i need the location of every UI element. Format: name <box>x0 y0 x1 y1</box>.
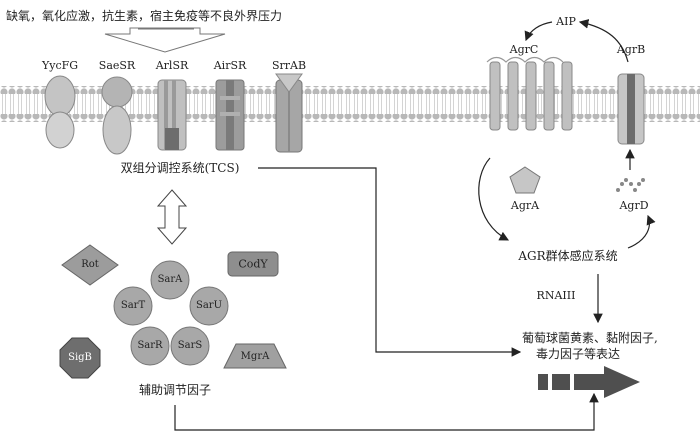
output-line2: 毒力因子等表达 <box>536 347 621 361</box>
agr-to-agrd-arrow <box>627 214 656 249</box>
cody-box <box>227 251 279 277</box>
stress-label: 缺氧，氧化应激，抗生素，宿主免疫等不良外界压力 <box>6 9 283 23</box>
tcs-label: 双组分调控系统(TCS) <box>120 161 240 175</box>
srrab-protein <box>275 73 303 153</box>
agrd-label: AgrD <box>619 199 649 212</box>
agra-label: AgrA <box>510 199 540 212</box>
saru-circle <box>189 286 229 326</box>
regulators-to-output-arrow <box>174 392 599 431</box>
sars-circle <box>170 326 210 366</box>
double-arrow <box>156 189 188 245</box>
sart-circle <box>113 286 153 326</box>
aip-to-agrc-arrow <box>524 21 553 42</box>
agrc-to-agra-arrow <box>478 157 510 241</box>
cell-membrane <box>0 86 700 122</box>
output-line1: 葡萄球菌黄素、黏附因子, <box>522 331 658 345</box>
sara-circle <box>150 260 190 300</box>
stress-arrow <box>104 27 226 53</box>
saru-label: SarU <box>195 300 223 311</box>
expression-arrow <box>538 366 640 398</box>
sars-label: SarS <box>177 340 203 351</box>
mgra-label: MgrA <box>240 351 270 362</box>
tcs-airsr-label: AirSR <box>213 59 247 72</box>
sigb-label: SigB <box>68 352 92 363</box>
tcs-srrab-label: SrrAB <box>271 59 307 72</box>
agrc-receptor <box>486 56 573 131</box>
sarr-circle <box>130 326 170 366</box>
rnaiii-label: RNAIII <box>536 289 576 302</box>
tcs-yycfg-label: YycFG <box>41 59 79 72</box>
airsr-protein <box>215 79 245 151</box>
sart-label: SarT <box>120 300 146 311</box>
arlsr-protein <box>157 79 187 151</box>
agra-shape <box>509 166 541 194</box>
agr-system-label: AGR群体感应系统 <box>518 249 618 263</box>
sara-label: SarA <box>157 274 183 285</box>
cody-label: CodY <box>238 257 268 271</box>
mgra-trapezoid <box>223 343 287 369</box>
yycfg-protein <box>44 75 76 149</box>
agrb-label: AgrB <box>616 43 646 56</box>
agrd-peptide <box>616 178 645 192</box>
rot-label: Rot <box>81 259 99 270</box>
agrb-protein <box>617 73 645 145</box>
aip-label: AIP <box>556 15 576 28</box>
agrc-label: AgrC <box>509 43 539 56</box>
agrb-to-aip-arrow <box>578 19 629 63</box>
regulators-label: 辅助调节因子 <box>138 383 212 397</box>
sarr-label: SarR <box>137 340 163 351</box>
tcs-arlsr-label: ArlSR <box>155 59 189 72</box>
saesr-protein <box>101 76 133 155</box>
tcs-to-output-arrow <box>258 167 522 357</box>
rot-diamond <box>61 244 119 286</box>
tcs-saesr-label: SaeSR <box>98 59 136 72</box>
sigb-octagon <box>59 337 101 379</box>
